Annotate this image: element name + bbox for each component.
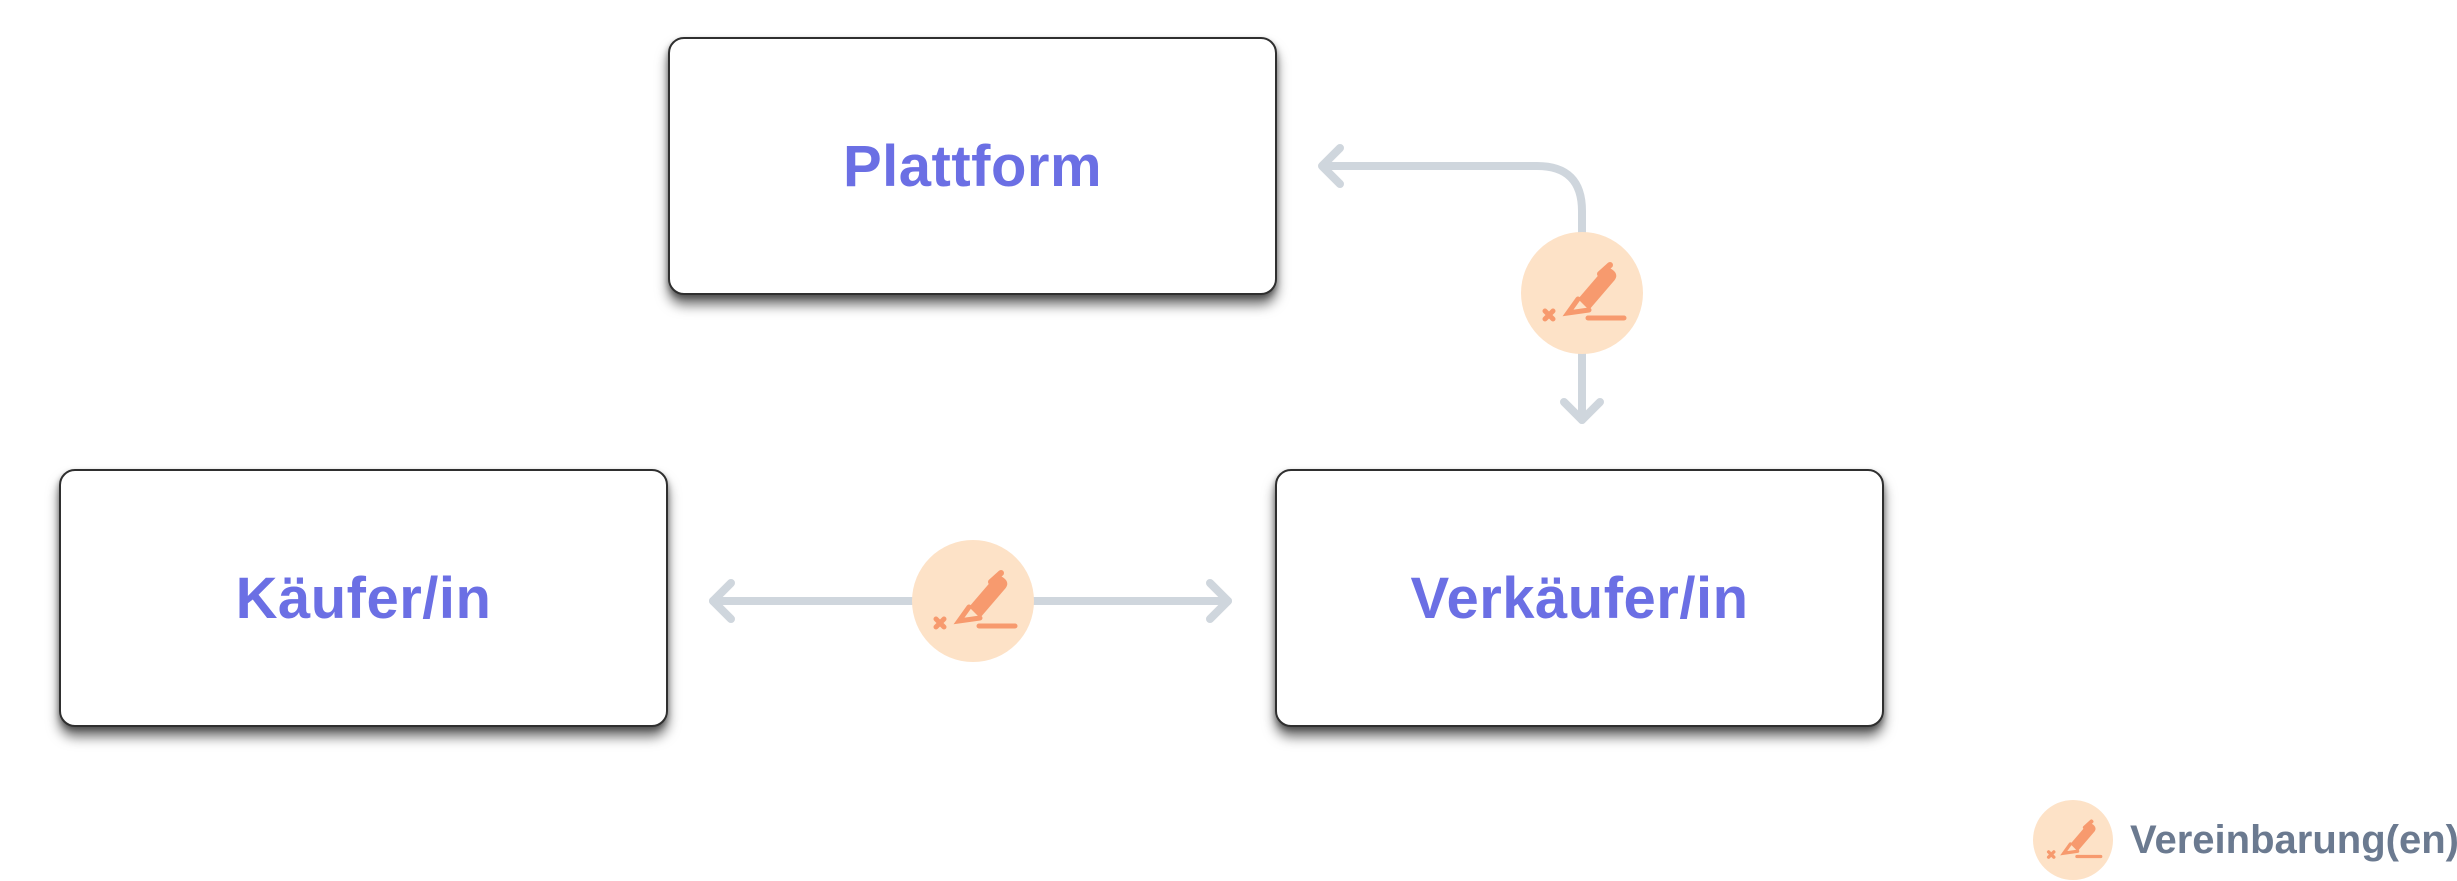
agreement-badge-kaeufer-verkaeufer	[912, 540, 1034, 662]
legend: Vereinbarung(en)	[2032, 799, 2457, 881]
node-kaeufer: Käufer/in	[59, 469, 668, 727]
signature-pen-icon	[933, 570, 1018, 630]
node-label-kaeufer: Käufer/in	[235, 565, 492, 631]
node-verkaeufer: Verkäufer/in	[1275, 469, 1884, 727]
legend-agreement-icon	[2033, 800, 2113, 880]
signature-pen-icon	[2046, 819, 2103, 859]
signature-pen-icon	[1542, 262, 1627, 322]
arrowhead-to-plattform	[1318, 144, 1344, 188]
arrowhead-to-verkaeufer-2	[1206, 579, 1232, 623]
legend-label: Vereinbarung(en)	[2130, 817, 2457, 862]
agreement-badge-plattform-verkaeufer	[1521, 232, 1643, 354]
arrowhead-to-verkaeufer	[1560, 398, 1604, 424]
node-label-verkaeufer: Verkäufer/in	[1410, 565, 1749, 631]
arrowhead-to-kaeufer	[709, 579, 735, 623]
node-label-plattform: Plattform	[842, 133, 1103, 199]
node-plattform: Plattform	[668, 37, 1277, 295]
